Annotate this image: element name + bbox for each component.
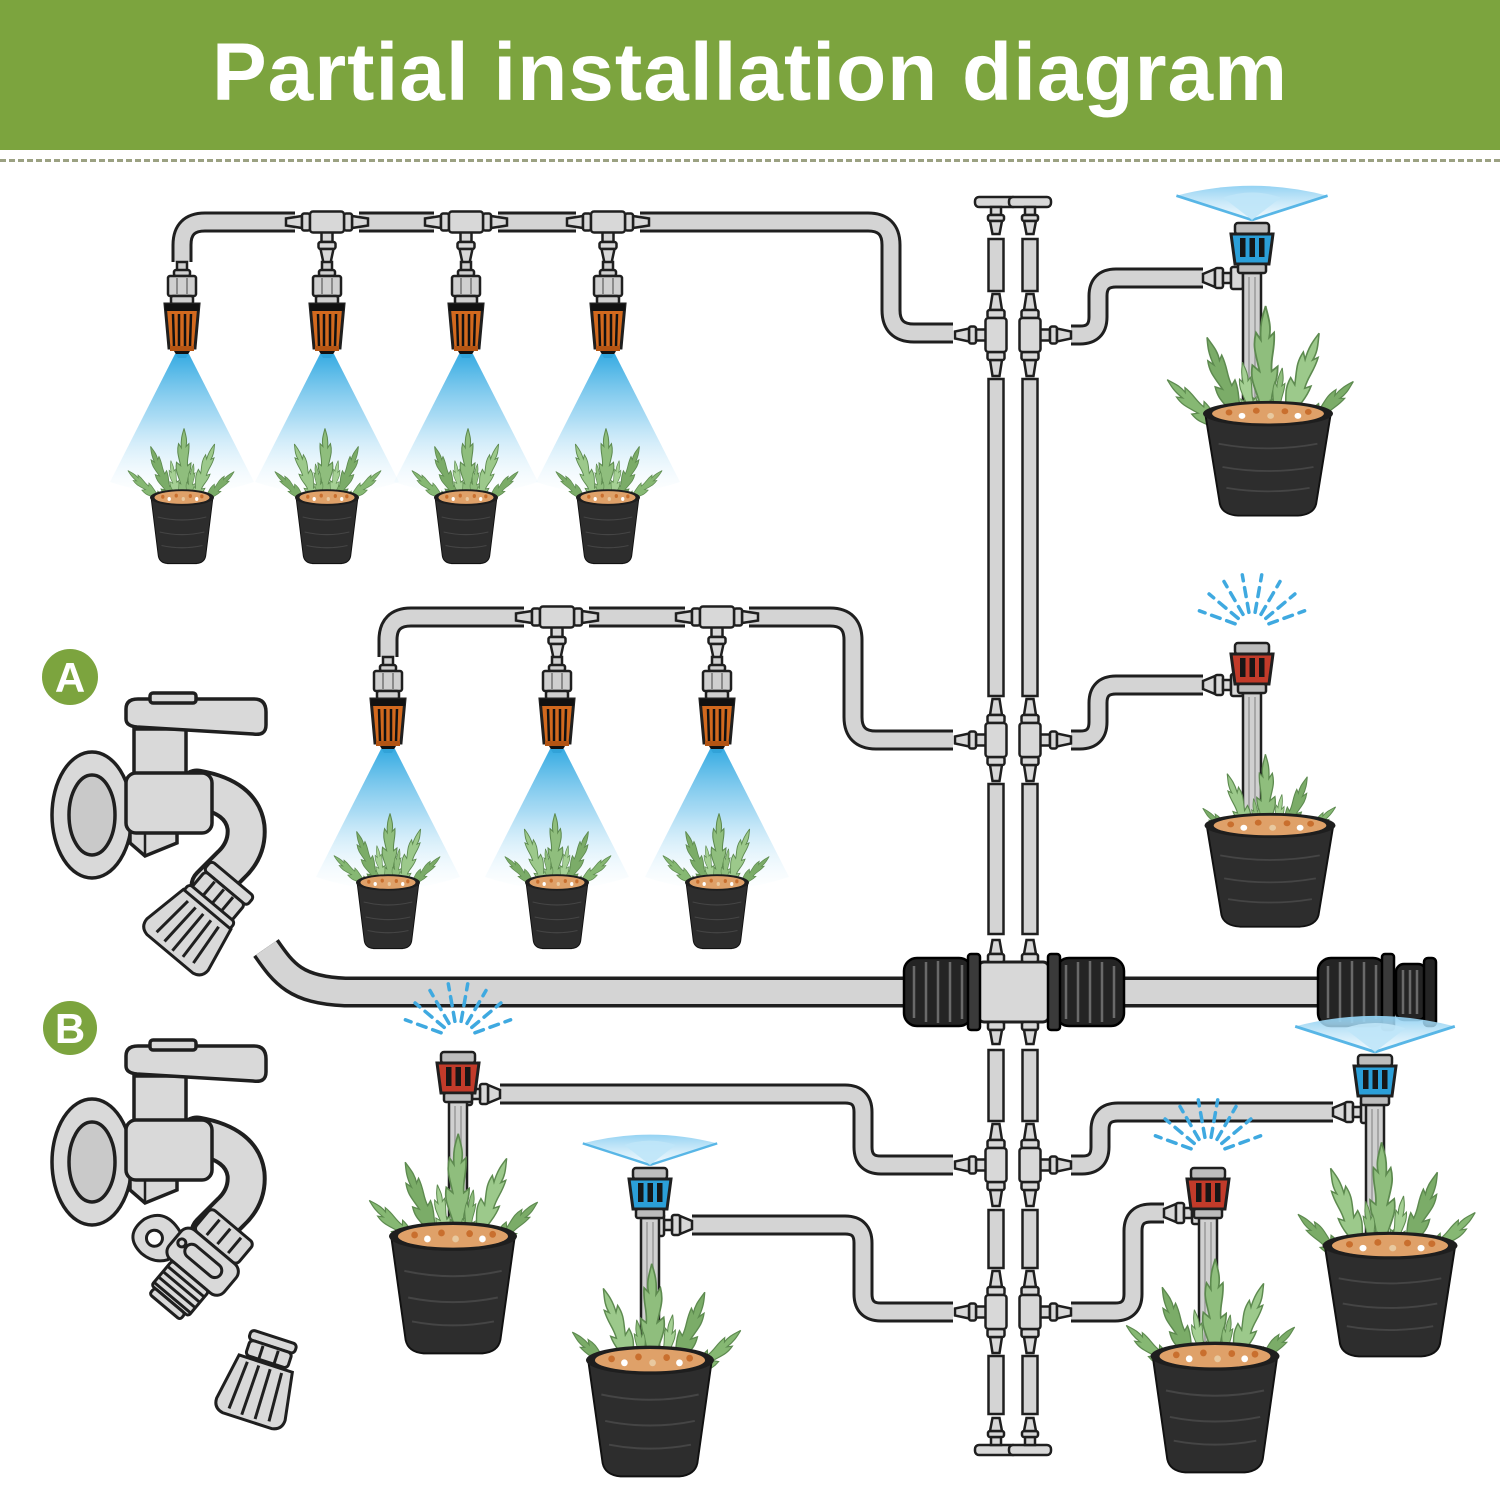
plant-pot: [575, 488, 641, 565]
pipe-tube-row2-pipe-elbow: [377, 606, 524, 657]
fan-spray: [581, 1133, 719, 1167]
pipe-tube-vertical: [987, 1048, 1005, 1123]
main-line-left: [253, 939, 903, 1008]
plant-pot: [1149, 1340, 1281, 1474]
compression-nut: [902, 952, 982, 1032]
pipe-tube-vertical: [1021, 1208, 1039, 1270]
pipe-tube-row1-pipe-elbow: [171, 211, 295, 262]
pipe-tube-branch-mid-right-red: [1071, 674, 1203, 751]
plant-pot: [585, 1344, 715, 1478]
plant-pot: [355, 873, 421, 950]
fan-spray: [1175, 184, 1329, 222]
tee-fitting: [1018, 292, 1073, 378]
plant-pot: [388, 1220, 518, 1355]
plant-pot: [433, 488, 499, 565]
tee-fitting: [1018, 1122, 1073, 1208]
pipe-tube-vertical: [1021, 237, 1039, 293]
mister-nozzle: [589, 260, 627, 360]
tee-fitting: [1018, 1269, 1073, 1355]
mister-nozzle: [308, 260, 346, 360]
end-plug: [1007, 1416, 1053, 1457]
faucet-b: [52, 1040, 311, 1434]
tee-fitting: [953, 1269, 1008, 1355]
mister-nozzle: [538, 655, 576, 755]
fan-spray: [1293, 1014, 1457, 1054]
plant-pot: [1203, 811, 1337, 928]
badge-letter: B: [55, 1005, 85, 1052]
tee-fitting: [423, 210, 509, 265]
pipe-tube-vertical: [1021, 377, 1039, 698]
pipe-tube-vertical: [1021, 1048, 1039, 1123]
end-plug: [1007, 195, 1053, 236]
faucet-a: [52, 693, 266, 981]
title-banner: Partial installation diagram: [0, 0, 1500, 150]
pipe-tube-branch-bottom-right-blue: [1071, 1101, 1333, 1176]
burst-spray: [1197, 573, 1307, 626]
pipe-tube-vertical: [987, 377, 1005, 698]
badge-a: A: [42, 649, 98, 705]
pipe-tube-branch-bottom-left-red: [500, 1083, 953, 1176]
pipe-tube-vertical: [987, 1354, 1005, 1416]
mister-nozzle: [369, 655, 407, 755]
tee-fitting: [953, 1122, 1008, 1208]
pipe-tube-branch-bottom-right-red: [1071, 1202, 1164, 1323]
pipe-tube-row1-pipe-to-main: [640, 211, 953, 344]
pipe-tube-vertical: [1021, 1354, 1039, 1416]
badge-letter: A: [55, 654, 85, 701]
pipe-tube-vertical: [987, 1208, 1005, 1270]
pipe-tube-branch-bottom-mid-blue: [692, 1214, 953, 1323]
page-title: Partial installation diagram: [211, 27, 1289, 118]
tee-fitting: [1018, 697, 1073, 783]
tee-fitting: [284, 210, 370, 265]
mister-nozzle: [698, 655, 736, 755]
plant-pot: [684, 873, 750, 950]
plant-pot: [1202, 399, 1334, 517]
pipe-tube-branch-top-right-blue: [1071, 267, 1203, 346]
plant-pot: [294, 488, 360, 565]
line-end-cap: [1394, 956, 1438, 1028]
tee-fitting: [953, 292, 1008, 378]
pipe-tube-vertical: [987, 237, 1005, 293]
tee-fitting: [674, 605, 760, 660]
mister-nozzle: [163, 260, 201, 360]
pipe-tube-vertical: [1021, 782, 1039, 936]
tee-fitting: [514, 605, 600, 660]
plant-pot: [149, 488, 215, 565]
tee-fitting: [565, 210, 651, 265]
plant-pot: [1321, 1230, 1459, 1358]
plant-pot: [524, 873, 590, 950]
mister-nozzle: [447, 260, 485, 360]
tee-fitting: [953, 697, 1008, 783]
badge-b: B: [43, 1001, 97, 1055]
pipe-tube-vertical: [987, 782, 1005, 936]
banner-divider: [0, 159, 1500, 162]
pipe-tube-row2-pipe-to-main: [749, 606, 953, 751]
cross-compression-connector: [976, 938, 1051, 1046]
compression-nut: [1046, 952, 1126, 1032]
